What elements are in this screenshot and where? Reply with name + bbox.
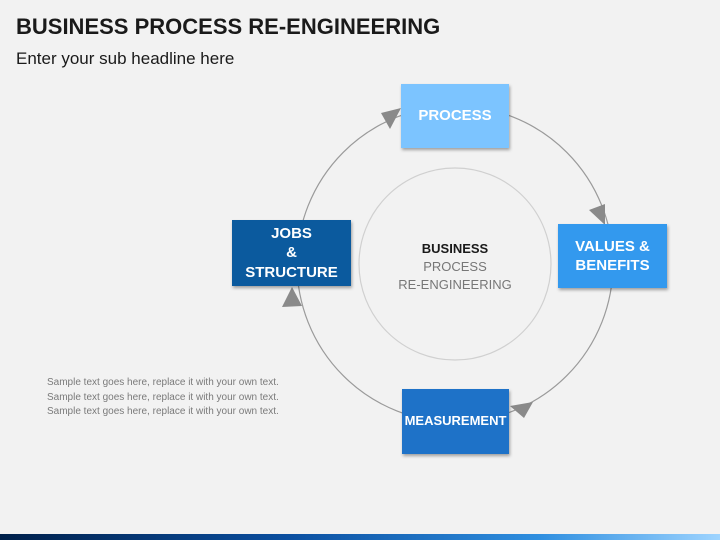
bottom-accent-bar (0, 534, 720, 540)
jobs-label-line1: JOBS (271, 224, 312, 242)
arrow-to-values-icon (589, 204, 605, 225)
center-label: BUSINESS PROCESS RE-ENGINEERING (370, 240, 540, 295)
inner-circle (358, 167, 552, 361)
jobs-structure-box: JOBS & STRUCTURE (232, 220, 351, 286)
sample-text: Sample text goes here, replace it with y… (47, 377, 279, 417)
jobs-label-line3: STRUCTURE (245, 263, 338, 281)
process-label: PROCESS (418, 107, 492, 125)
values-benefits-box: VALUES & BENEFITS (558, 224, 667, 288)
values-label-line1: VALUES & (575, 237, 650, 255)
center-label-line3: RE-ENGINEERING (398, 277, 512, 293)
values-label-line2: BENEFITS (575, 257, 650, 274)
jobs-label-line2: & (286, 244, 297, 262)
page-title: BUSINESS PROCESS RE-ENGINEERING (16, 14, 441, 39)
center-label-line2: PROCESS (423, 259, 487, 275)
arrow-to-measurement-icon (510, 402, 533, 418)
process-box: PROCESS (401, 84, 509, 148)
arrow-to-process-icon (381, 108, 401, 129)
measurement-box: MEASUREMENT (402, 389, 509, 454)
page-subtitle: Enter your sub headline here (16, 49, 235, 68)
center-label-line1: BUSINESS (421, 241, 489, 256)
arrow-to-jobs-icon (282, 287, 302, 307)
measurement-label: MEASUREMENT (404, 413, 507, 429)
